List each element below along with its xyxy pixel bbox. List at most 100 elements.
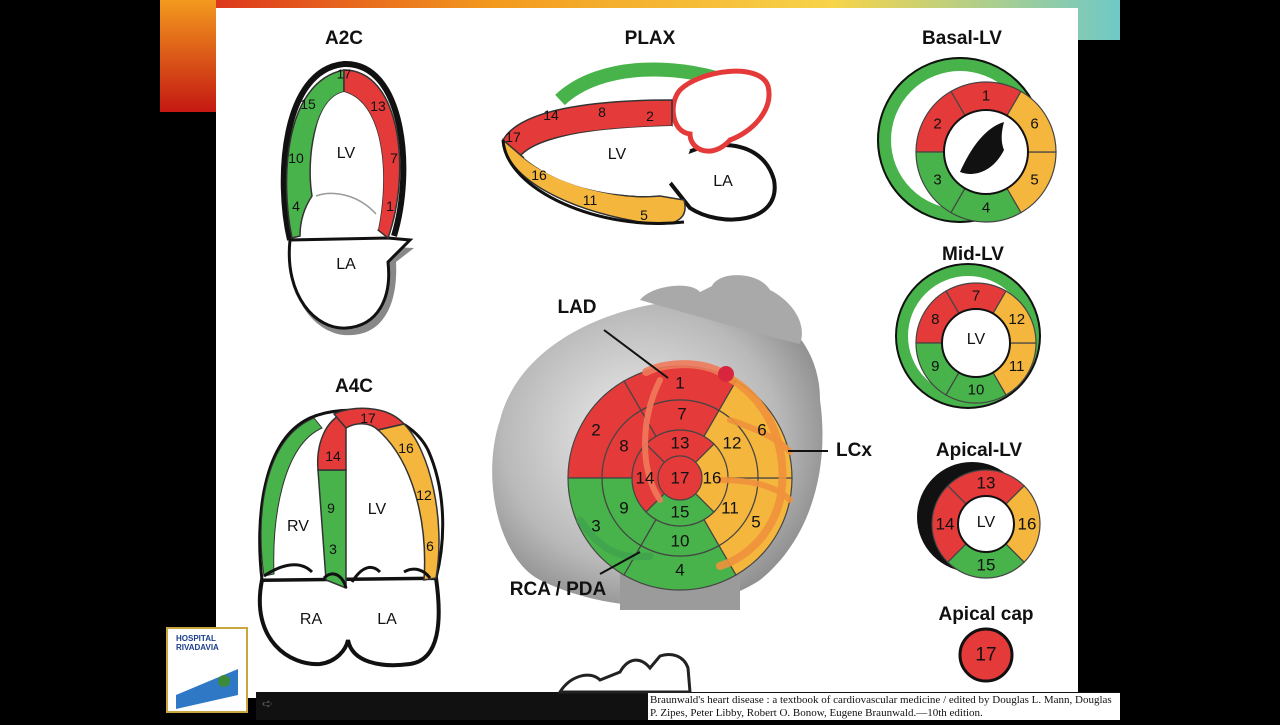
- segment-number-1-21: 1: [675, 374, 684, 393]
- chamber-rv-a4c: RV: [287, 518, 309, 535]
- view-title-a2c: A2C: [324, 28, 364, 49]
- segment-number-13-1: 13: [370, 98, 386, 114]
- segment-number-10-30: 10: [671, 532, 690, 551]
- lcx-branch-2: [717, 477, 793, 503]
- mid-rv-outline-stroke: [895, 263, 1041, 409]
- lad-branch: [642, 377, 663, 503]
- rca-vessel: [576, 516, 654, 561]
- segment-number-16-16: 16: [398, 440, 414, 456]
- chamber-la-plax: LA: [713, 173, 733, 190]
- segment-number-3-18: 3: [329, 541, 337, 557]
- segment-number-17-37: 17: [671, 469, 690, 488]
- basal-rings-label-5: 5: [1030, 172, 1038, 189]
- rca-leader-line: [599, 551, 641, 575]
- view-title-mid: Mid-LV: [942, 244, 1004, 265]
- segment-number-15-35: 15: [671, 503, 690, 522]
- segment-number-17-14: 17: [360, 410, 376, 426]
- chamber-lv-plax: LV: [607, 146, 627, 163]
- heart-illustration: [492, 275, 823, 610]
- segment-number-14-7: 14: [543, 107, 559, 123]
- segment-number-14-15: 14: [325, 448, 341, 464]
- segment-number-7-27: 7: [677, 405, 686, 424]
- mid-rings-label-12: 12: [1008, 311, 1025, 328]
- segment-number-10-5: 10: [288, 150, 304, 166]
- vessel-origin-dot: [718, 366, 734, 382]
- segment-number-9-17: 9: [327, 500, 335, 516]
- plax-aorta: [670, 68, 772, 154]
- apical-rings-label-13: 13: [977, 474, 996, 493]
- artery-label-lcx: LCx: [836, 440, 872, 461]
- apical-rings-cavity: [957, 495, 1015, 553]
- basal-rings-label-1: 1: [982, 88, 990, 105]
- bullseye-segment-17: [657, 455, 703, 501]
- segment-number-11-12: 11: [583, 192, 598, 208]
- segment-number-5-13: 5: [640, 207, 648, 223]
- mid-rings-label-10: 10: [968, 382, 985, 399]
- chamber-la-a2c: LA: [336, 256, 356, 273]
- segment-number-7-2: 7: [390, 150, 398, 166]
- segment-number-5-25: 5: [751, 513, 760, 532]
- segment-number-11-31: 11: [721, 499, 739, 518]
- a2c-la: [287, 236, 414, 330]
- segment-number-4-24: 4: [675, 561, 684, 580]
- a4c-atria: [258, 575, 441, 668]
- a4c-valves-left: [263, 563, 348, 589]
- mid-rings-label-11: 11: [1009, 358, 1025, 375]
- logo-shield-icon: [176, 655, 238, 709]
- mid-rings-label-8: 8: [931, 311, 939, 328]
- a2c-outer-wall: [280, 60, 407, 241]
- segment-number-8-8: 8: [598, 104, 606, 120]
- segment-number-12-32: 12: [723, 434, 742, 453]
- segment-number-12-19: 12: [416, 487, 432, 503]
- apical-cap-view: [958, 627, 1014, 683]
- segment-number-17-38: 17: [975, 645, 996, 666]
- bullseye: [567, 360, 793, 591]
- apical-rings-label-14: 14: [936, 515, 955, 534]
- chamber-la-a4c: LA: [377, 611, 397, 628]
- basal-rings-label-3: 3: [933, 172, 941, 189]
- a4c-lateral-wall: [376, 423, 440, 581]
- a4c-valves-right: [350, 565, 432, 583]
- citation: Braunwald's heart disease : a textbook o…: [648, 693, 1120, 720]
- segment-number-1-3: 1: [386, 198, 394, 214]
- a2c-lv-cavity: [312, 92, 384, 230]
- view-title-cap: Apical cap: [938, 604, 1034, 625]
- plax-lv-cavity: [524, 126, 690, 196]
- segment-number-8-28: 8: [619, 437, 628, 456]
- view-title-plax: PLAX: [624, 28, 676, 49]
- arrow-right-icon: ➪: [262, 696, 273, 711]
- chamber-lv-apical: LV: [976, 514, 996, 531]
- view-title-a4c: A4C: [334, 376, 374, 397]
- basal-rings-label-4: 4: [982, 200, 990, 217]
- bottom-graphic: [557, 653, 692, 694]
- basal-rings-label-2: 2: [933, 116, 941, 133]
- segment-number-9-29: 9: [619, 499, 628, 518]
- segment-number-4-6: 4: [292, 198, 300, 214]
- a2c-view: [280, 60, 414, 336]
- chamber-lv-mid: LV: [966, 331, 986, 348]
- segment-number-2-22: 2: [591, 421, 600, 440]
- segment-number-3-23: 3: [591, 517, 600, 536]
- artery-label-rca: RCA / PDA: [509, 579, 607, 600]
- view-title-apical: Apical-LV: [935, 440, 1023, 461]
- apical-cap-circle: [958, 627, 1014, 683]
- mid-rings-cavity: [941, 308, 1011, 378]
- mid-rings-label-9: 9: [931, 358, 939, 375]
- a4c-rv-free-wall: [260, 417, 323, 577]
- plax-outline: [501, 139, 685, 225]
- a4c-view: [258, 407, 445, 668]
- artery-label-lad: LAD: [557, 297, 597, 318]
- view-title-basal: Basal-LV: [922, 28, 1002, 49]
- segment-number-6-20: 6: [426, 538, 434, 554]
- great-vessels: [640, 275, 802, 344]
- chamber-ra-a4c: RA: [299, 611, 323, 628]
- segment-number-15-4: 15: [300, 96, 316, 112]
